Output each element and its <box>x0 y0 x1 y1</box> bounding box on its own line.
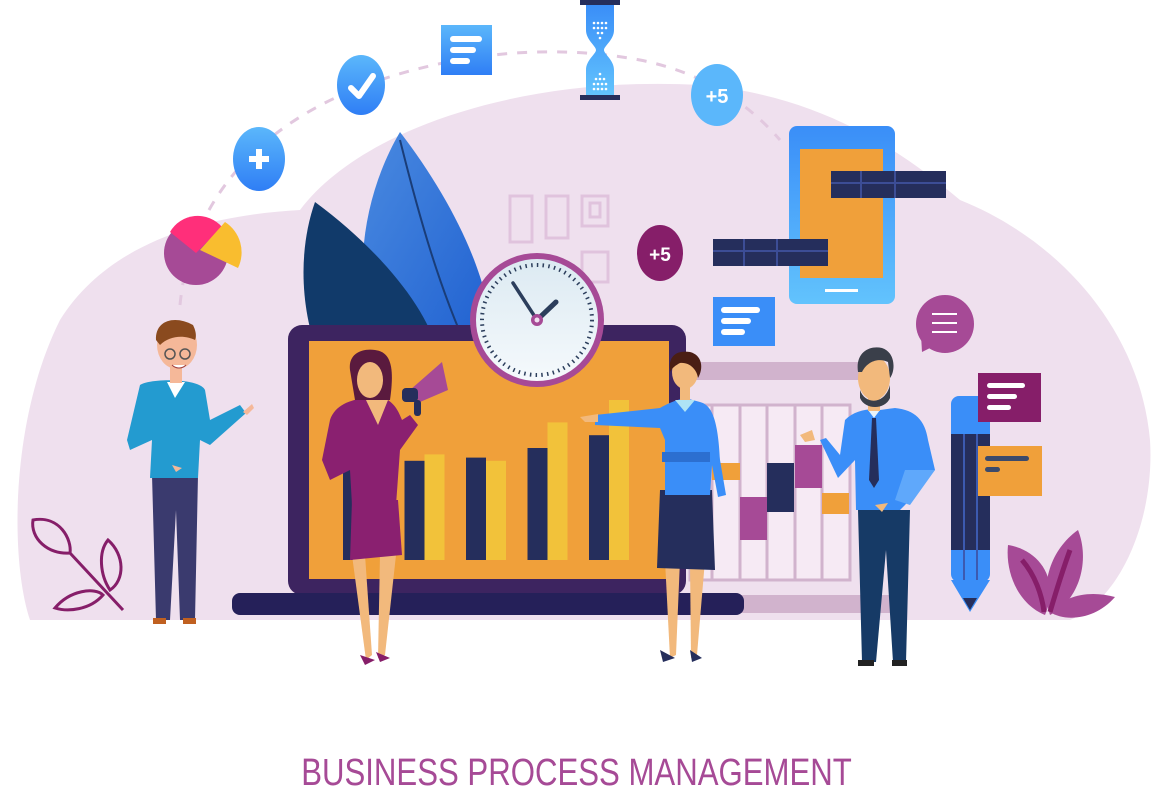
plant-decoration-right <box>1007 530 1115 618</box>
clock-icon <box>470 253 604 387</box>
pie-chart-icon <box>164 215 242 285</box>
chart-bar <box>486 460 506 560</box>
table-widget-top <box>831 171 946 198</box>
plant-decoration-left <box>31 517 125 612</box>
woman-with-megaphone <box>322 349 448 665</box>
chart-bar <box>609 400 629 560</box>
bar-chart <box>343 400 629 560</box>
plus-five-text: +5 <box>706 86 729 108</box>
man-with-glasses <box>127 320 254 624</box>
woman-pointing <box>580 351 726 662</box>
chart-bar <box>589 435 609 560</box>
checkmark-icon <box>337 55 385 115</box>
table-widget-bottom <box>713 239 828 266</box>
hourglass-icon <box>580 0 620 100</box>
note-card-purple <box>978 373 1041 422</box>
chart-bar <box>547 422 568 560</box>
pencil-icon <box>951 396 990 612</box>
plus-five-badge-light: +5 <box>691 64 743 126</box>
page-title: BUSINESS PROCESS MANAGEMENT <box>301 752 852 794</box>
chart-bar <box>466 457 486 560</box>
chat-bubble-icon <box>916 295 974 353</box>
wireframe-icons <box>508 194 610 284</box>
chart-bar <box>527 448 548 560</box>
document-icon <box>441 25 492 75</box>
message-card-icon <box>713 297 775 346</box>
phone-icon <box>789 126 895 304</box>
plus-five-badge-dark: +5 <box>637 225 683 281</box>
note-card-orange <box>978 446 1042 496</box>
chart-bar <box>404 460 425 560</box>
chart-bar <box>424 454 445 560</box>
plus-icon <box>233 127 285 191</box>
man-with-beard <box>800 347 935 666</box>
plus-five-text: +5 <box>649 245 671 266</box>
